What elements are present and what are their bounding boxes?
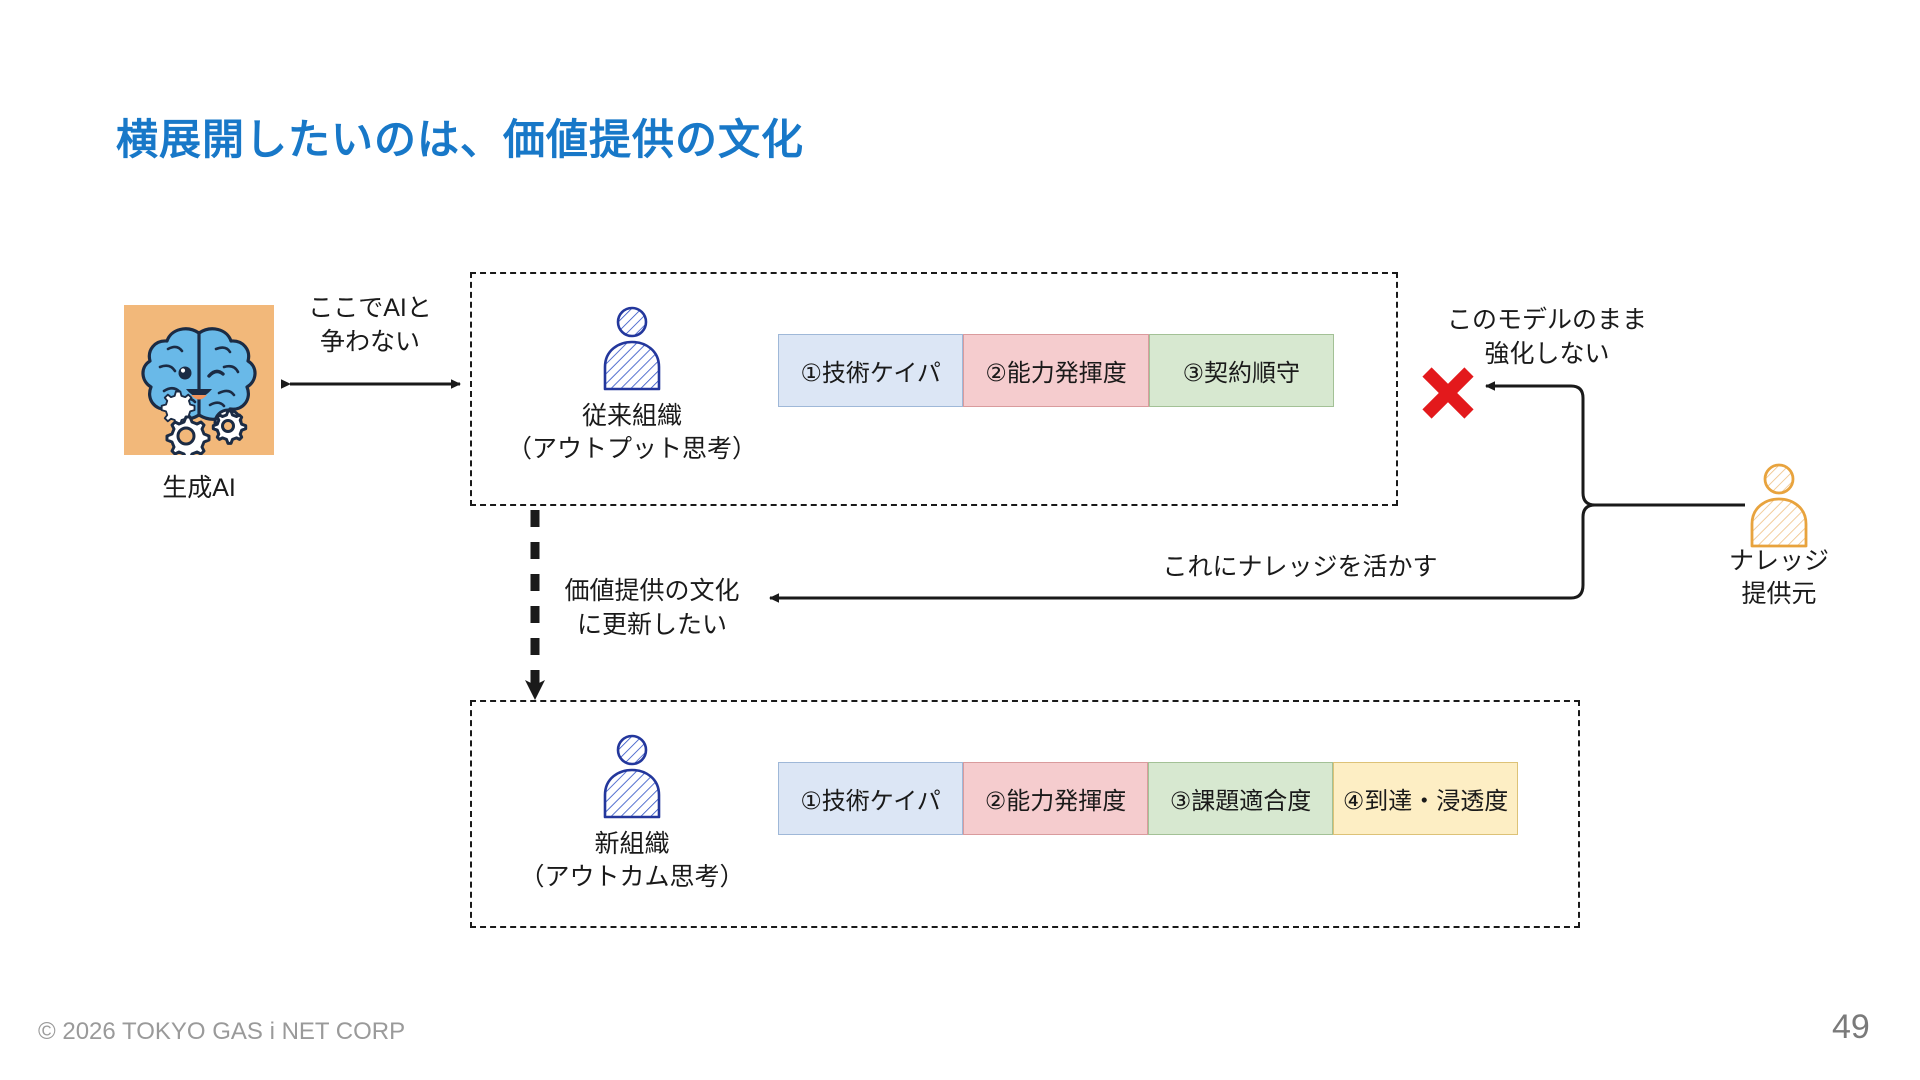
- legacy-org-person-icon: [595, 305, 669, 391]
- legacy-org-label-line1: 従来組織: [581, 402, 682, 430]
- legacy-criterion-3: ③契約順守: [1148, 334, 1334, 407]
- page-number: 49: [1832, 1008, 1870, 1046]
- annotation-knowledge-use: これにナレッジを活かす: [1162, 553, 1438, 581]
- annotation-culture-update-line2: に更新したい: [576, 610, 727, 639]
- annotation-model-unchanged-line2: 強化しない: [1484, 339, 1610, 368]
- gen-ai-label: 生成AI: [162, 474, 236, 502]
- connector-provider-to-x: [1485, 381, 1745, 507]
- new-org-label: 新組織 （アウトカム思考）: [502, 828, 762, 893]
- annotation-ai-conflict-line2: 争わない: [319, 327, 420, 356]
- annotation-ai-conflict-line1: ここでAIと: [308, 294, 432, 322]
- reject-x-icon: [1420, 365, 1476, 421]
- annotation-culture-update: 価値提供の文化 に更新したい: [552, 575, 752, 643]
- annotation-model-unchanged-line1: このモデルのまま: [1446, 306, 1647, 334]
- annotation-model-unchanged: このモデルのまま 強化しない: [1432, 304, 1662, 372]
- new-criterion-2: ②能力発揮度: [963, 762, 1148, 835]
- new-org-label-line1: 新組織: [594, 830, 670, 858]
- annotation-culture-update-line1: 価値提供の文化: [564, 577, 740, 605]
- new-org-label-line2: （アウトカム思考）: [519, 862, 745, 891]
- new-criteria-strip: ①技術ケイパ ②能力発揮度 ③課題適合度 ④到達・浸透度: [778, 762, 1518, 835]
- gen-ai-tile: [124, 305, 274, 455]
- brain-gear-icon: [124, 305, 274, 455]
- legacy-criterion-2: ②能力発揮度: [963, 334, 1149, 407]
- knowledge-provider-icon: [1742, 462, 1816, 548]
- legacy-org-label: 従来組織 （アウトプット思考）: [502, 400, 762, 465]
- new-criterion-1: ①技術ケイパ: [778, 762, 963, 835]
- new-org-container: [470, 700, 1580, 928]
- legacy-criterion-1: ①技術ケイパ: [778, 334, 964, 407]
- knowledge-provider-label-line2: 提供元: [1741, 579, 1817, 608]
- new-criterion-4: ④到達・浸透度: [1333, 762, 1518, 835]
- legacy-org-label-line2: （アウトプット思考）: [506, 434, 757, 463]
- new-criterion-3: ③課題適合度: [1148, 762, 1333, 835]
- new-org-person-icon: [595, 733, 669, 819]
- knowledge-provider-label-line1: ナレッジ: [1728, 547, 1829, 575]
- annotation-ai-conflict: ここでAIと 争わない: [300, 292, 440, 360]
- knowledge-provider-label: ナレッジ 提供元: [1694, 545, 1864, 610]
- page-title: 横展開したいのは、価値提供の文化: [116, 116, 805, 163]
- legacy-criteria-strip: ①技術ケイパ ②能力発揮度 ③契約順守: [778, 334, 1334, 407]
- copyright-text: © 2026 TOKYO GAS i NET CORP: [38, 1018, 406, 1045]
